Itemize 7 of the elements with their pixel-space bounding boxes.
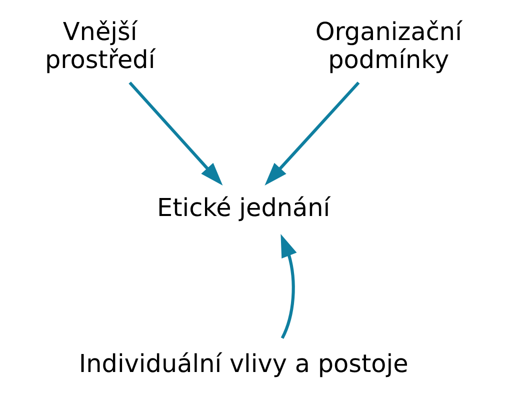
node-text: Organizační podmínky [315,17,462,74]
node-text: Individuální vlivy a postoje [78,348,408,378]
node-text: Etické jednání [157,193,330,222]
arrow [128,82,223,186]
node-text: Vnější prostředí [44,17,156,74]
arrow [280,234,297,339]
arrow [264,82,360,186]
